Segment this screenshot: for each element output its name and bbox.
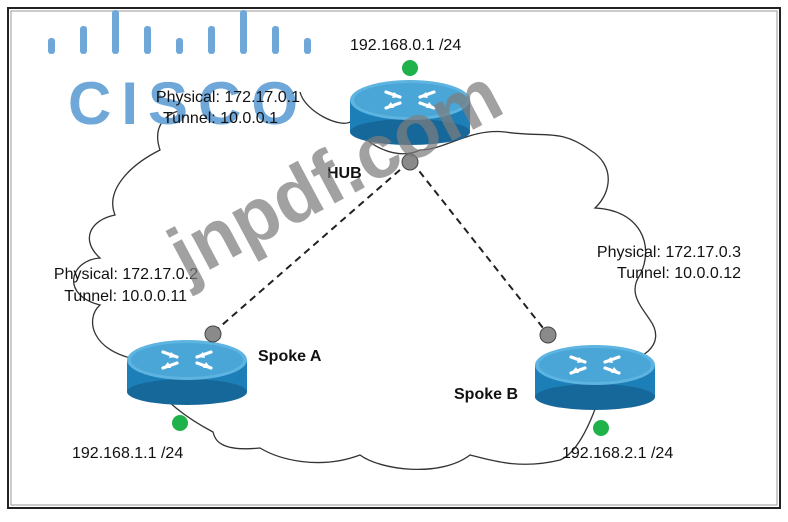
cisco-logo-text: CISCO	[68, 70, 309, 137]
spoke-b-label: Spoke B	[454, 386, 519, 403]
spoke-a-lan-dot	[172, 415, 188, 431]
cisco-logo-bars	[48, 10, 311, 54]
spoke-b-physical-address: Physical: 172.17.0.3	[596, 244, 741, 261]
hub-lan-dot	[402, 60, 418, 76]
spoke-a-tunnel-endpoint	[204, 325, 222, 343]
spoke-b-tunnel-address: Tunnel: 10.0.0.12	[617, 265, 741, 282]
wan-cloud	[72, 91, 657, 470]
spoke-b-router-icon[interactable]	[533, 343, 657, 412]
spoke-b-tunnel-endpoint	[539, 326, 557, 344]
spoke-b-lan-address: 192.168.2.1 /24	[562, 445, 674, 462]
frame-inner-border	[10, 10, 778, 506]
hub-label: HUB	[327, 165, 362, 182]
spoke-a-router-icon[interactable]	[125, 338, 249, 407]
hub-tunnel-address: Tunnel: 10.0.0.1	[162, 110, 278, 127]
spoke-a-label: Spoke A	[258, 348, 322, 365]
spoke-b-lan-dot	[593, 420, 609, 436]
tunnel-hub-spoke-b	[411, 161, 548, 334]
spoke-a-tunnel-address: Tunnel: 10.0.0.11	[64, 288, 187, 305]
hub-tunnel-endpoint	[401, 153, 419, 171]
spoke-a-lan-address: 192.168.1.1 /24	[72, 445, 184, 462]
spoke-a-physical-address: Physical: 172.17.0.2	[53, 266, 198, 283]
hub-physical-address: Physical: 172.17.0.1	[155, 89, 300, 106]
hub-lan-address: 192.168.0.1 /24	[350, 37, 462, 54]
